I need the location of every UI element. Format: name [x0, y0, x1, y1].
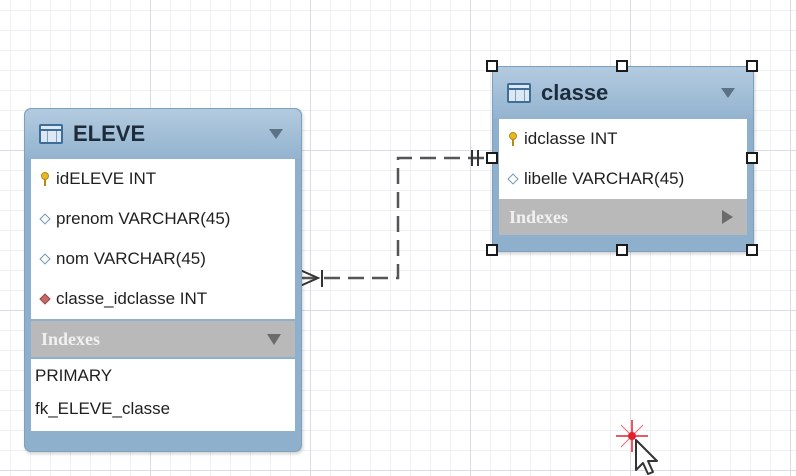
column-diamond-icon — [39, 252, 51, 266]
table-eleve[interactable]: ELEVE idELEVE INT prenom VARCHAR(45) nom… — [24, 108, 302, 452]
indexes-label: Indexes — [509, 206, 569, 227]
click-spark-icon — [616, 420, 648, 452]
table-classe-header[interactable]: classe — [493, 67, 753, 119]
resize-handle-top-middle[interactable] — [616, 60, 628, 72]
column-diamond-icon — [507, 172, 519, 186]
resize-handle-bottom-right[interactable] — [746, 244, 758, 256]
mouse-cursor-icon — [616, 420, 658, 475]
column-label: idclasse INT — [524, 129, 618, 148]
column-row[interactable]: nom VARCHAR(45) — [31, 239, 295, 279]
resize-handle-top-left[interactable] — [486, 60, 498, 72]
resize-handle-bottom-left[interactable] — [486, 244, 498, 256]
column-diamond-icon — [39, 212, 51, 226]
index-label: fk_ELEVE_classe — [35, 398, 171, 418]
table-eleve-columns: idELEVE INT prenom VARCHAR(45) nom VARCH… — [31, 159, 295, 319]
table-classe[interactable]: classe idclasse INT libelle VARCHAR(45) … — [492, 66, 754, 252]
column-label: libelle VARCHAR(45) — [524, 169, 685, 188]
table-icon — [39, 124, 63, 144]
resize-handle-top-right[interactable] — [746, 60, 758, 72]
resize-handle-middle-left[interactable] — [486, 152, 498, 164]
table-classe-indexes-bar[interactable]: Indexes — [499, 199, 747, 235]
column-label: nom VARCHAR(45) — [56, 249, 206, 268]
relationship-line — [300, 156, 486, 280]
column-row[interactable]: idELEVE INT — [31, 159, 295, 199]
index-row[interactable]: fk_ELEVE_classe — [31, 392, 295, 425]
index-row[interactable]: PRIMARY — [31, 359, 295, 392]
table-classe-title: classe — [541, 80, 609, 105]
table-icon — [507, 83, 531, 103]
table-eleve-indexes-bar[interactable]: Indexes — [31, 321, 295, 357]
foreign-key-icon — [39, 292, 51, 306]
expand-right-arrow-icon[interactable] — [722, 210, 733, 224]
table-eleve-index-list: PRIMARY fk_ELEVE_classe — [31, 359, 295, 431]
column-label: idELEVE INT — [56, 169, 157, 188]
indexes-label: Indexes — [41, 328, 101, 349]
column-label: prenom VARCHAR(45) — [56, 209, 231, 228]
collapse-arrow-icon[interactable] — [721, 88, 735, 98]
index-label: PRIMARY — [35, 365, 113, 385]
primary-key-icon — [39, 172, 51, 186]
column-row[interactable]: idclasse INT — [499, 119, 747, 159]
expand-down-arrow-icon[interactable] — [267, 333, 281, 345]
column-label: classe_idclasse INT — [56, 289, 208, 308]
primary-key-icon — [507, 132, 519, 146]
table-eleve-title: ELEVE — [73, 121, 146, 146]
column-row[interactable]: libelle VARCHAR(45) — [499, 159, 747, 199]
crows-foot-marker — [299, 269, 321, 287]
table-eleve-header[interactable]: ELEVE — [25, 109, 301, 159]
table-classe-columns: idclasse INT libelle VARCHAR(45) — [499, 119, 747, 199]
collapse-arrow-icon[interactable] — [269, 129, 283, 139]
column-row[interactable]: classe_idclasse INT — [31, 279, 295, 319]
column-row[interactable]: prenom VARCHAR(45) — [31, 199, 295, 239]
resize-handle-middle-right[interactable] — [746, 152, 758, 164]
resize-handle-bottom-middle[interactable] — [616, 244, 628, 256]
